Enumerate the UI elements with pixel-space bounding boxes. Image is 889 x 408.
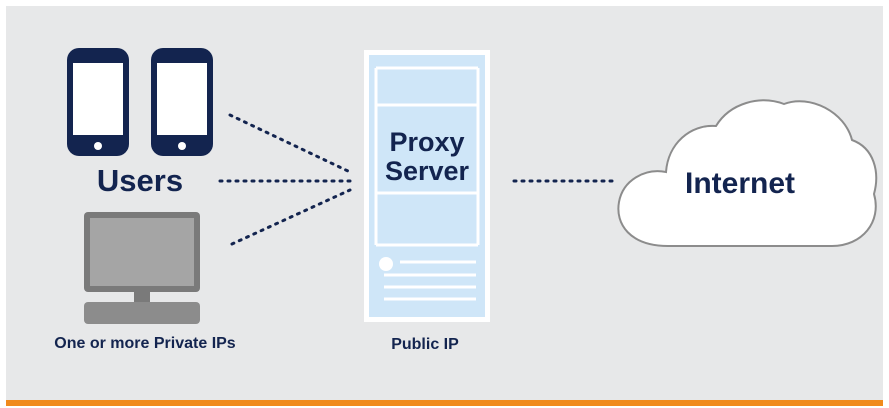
- users-label: Users: [96, 163, 184, 198]
- accent-bar: [6, 400, 883, 406]
- cloud-icon: [617, 99, 878, 247]
- proxy-label-line2: Server: [384, 156, 470, 186]
- desktop-computer-icon: [84, 212, 200, 324]
- edge-phones-to-proxy: [228, 113, 352, 174]
- smartphone-icon: [67, 48, 129, 156]
- internet-label: Internet: [684, 167, 795, 200]
- proxy-server-label: Proxy Server: [366, 128, 488, 186]
- server-tower-icon: [364, 50, 490, 322]
- private-ips-label: One or more Private IPs: [54, 335, 236, 352]
- edge-computer-to-proxy: [230, 188, 352, 246]
- connector-lines: [218, 113, 614, 246]
- public-ip-label: Public IP: [391, 336, 459, 353]
- proxy-label-line1: Proxy: [389, 127, 465, 157]
- smartphone-icon: [151, 48, 213, 156]
